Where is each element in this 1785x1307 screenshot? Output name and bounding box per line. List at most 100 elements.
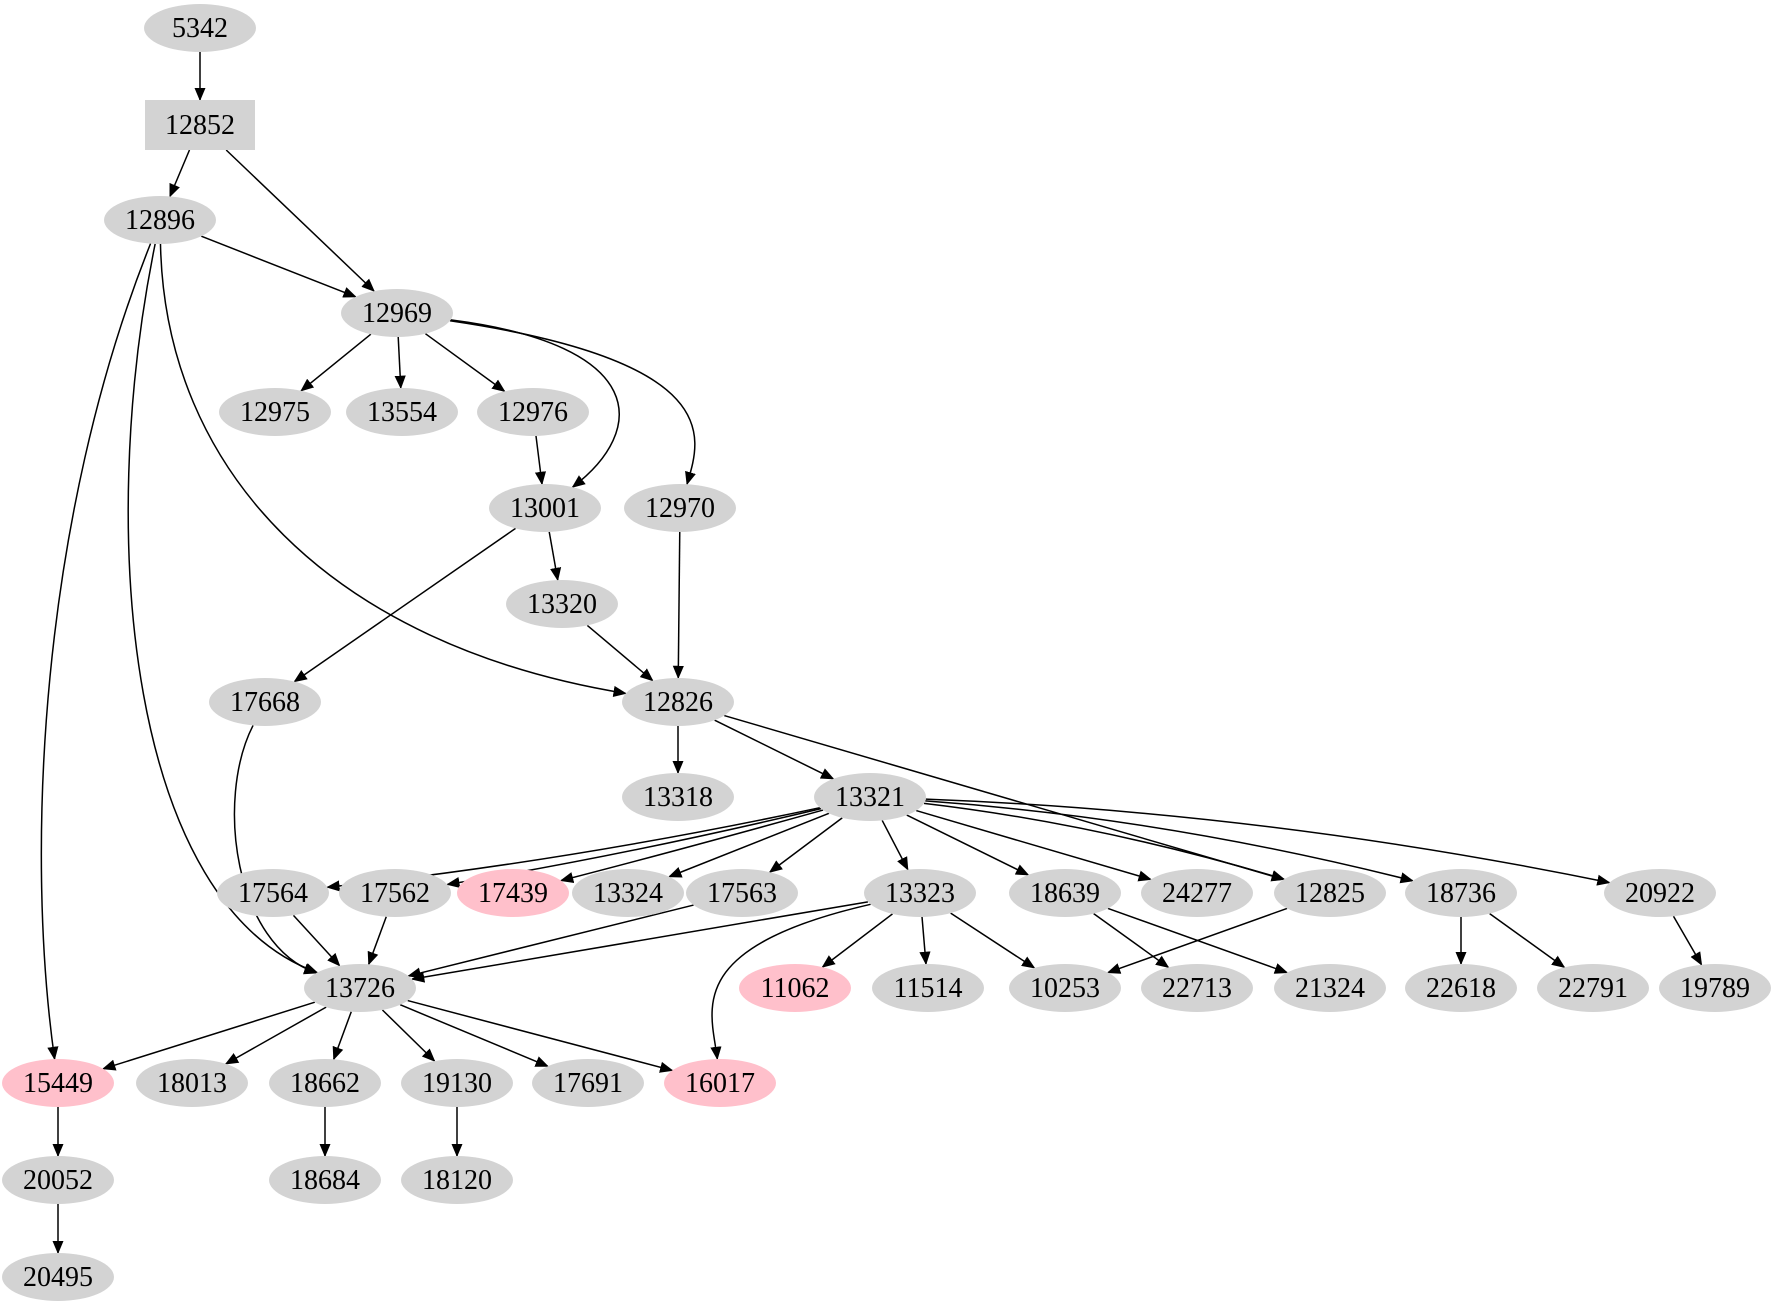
node-ellipse-13726	[304, 964, 416, 1012]
node-17439: 17439	[457, 869, 569, 917]
node-ellipse-12976	[477, 388, 589, 436]
node-label-20922: 20922	[1625, 878, 1695, 909]
edge-13321-13324	[668, 812, 830, 878]
edge-12896-12969	[201, 235, 357, 298]
edge-13321-18639	[906, 814, 1030, 876]
edge-12976-13001	[534, 435, 547, 486]
node-11062: 11062	[739, 964, 851, 1012]
edge-12970-12826	[672, 531, 684, 680]
edge-17563-13726	[407, 904, 694, 979]
edge-17668-13726	[233, 725, 318, 975]
node-12896: 12896	[104, 196, 216, 244]
node-label-12825: 12825	[1295, 878, 1365, 909]
node-ellipse-22618	[1405, 964, 1517, 1012]
node-17668: 17668	[209, 678, 321, 726]
node-label-22713: 22713	[1162, 973, 1232, 1004]
edge-17562-13726	[367, 916, 387, 966]
node-label-19130: 19130	[422, 1068, 492, 1099]
edge-12896-12826	[159, 243, 627, 697]
node-label-22791: 22791	[1558, 973, 1628, 1004]
edge-12896-13726	[127, 243, 319, 974]
node-label-13726: 13726	[325, 973, 395, 1004]
edge-12969-13554	[394, 336, 406, 390]
node-label-21324: 21324	[1295, 973, 1365, 1004]
node-18684: 18684	[269, 1156, 381, 1204]
node-ellipse-12970	[624, 484, 736, 532]
node-label-17564: 17564	[238, 878, 308, 909]
node-18736: 18736	[1405, 869, 1517, 917]
node-13001: 13001	[489, 484, 601, 532]
node-label-18639: 18639	[1030, 878, 1100, 909]
node-13554: 13554	[346, 388, 458, 436]
node-12852: 12852	[145, 100, 255, 150]
edge-18736-22791	[1489, 913, 1566, 969]
edge-12826-13321	[714, 719, 835, 780]
node-label-13323: 13323	[885, 878, 955, 909]
node-label-16017: 16017	[685, 1068, 755, 1099]
node-18013: 18013	[136, 1059, 248, 1107]
edge-13323-11062	[821, 913, 893, 968]
edge-13726-15449	[102, 1001, 316, 1071]
node-ellipse-17563	[686, 869, 798, 917]
node-label-20495: 20495	[23, 1262, 93, 1293]
edge-12852-12969	[225, 149, 375, 292]
node-17562: 17562	[339, 869, 451, 917]
node-ellipse-17564	[217, 869, 329, 917]
node-ellipse-16017	[664, 1059, 776, 1107]
node-label-5342: 5342	[172, 13, 228, 44]
edge-13726-17691	[399, 1004, 549, 1067]
node-label-15449: 15449	[23, 1068, 93, 1099]
edge-13321-20922	[925, 798, 1611, 886]
node-ellipse-21324	[1274, 964, 1386, 1012]
node-12826: 12826	[622, 678, 734, 726]
node-ellipse-22791	[1537, 964, 1649, 1012]
node-17564: 17564	[217, 869, 329, 917]
node-label-18736: 18736	[1426, 878, 1496, 909]
edge-13323-10253	[950, 912, 1036, 969]
node-ellipse-20495	[2, 1253, 114, 1301]
node-label-11514: 11514	[894, 973, 963, 1004]
node-ellipse-13554	[346, 388, 458, 436]
node-ellipse-5342	[144, 4, 256, 52]
node-ellipse-13324	[572, 869, 684, 917]
node-19789: 19789	[1659, 964, 1771, 1012]
node-label-13554: 13554	[367, 397, 437, 428]
node-16017: 16017	[664, 1059, 776, 1107]
node-label-18684: 18684	[290, 1165, 360, 1196]
node-ellipse-17439	[457, 869, 569, 917]
node-label-22618: 22618	[1426, 973, 1496, 1004]
node-label-12896: 12896	[125, 205, 195, 236]
node-label-13320: 13320	[527, 589, 597, 620]
node-13726: 13726	[304, 964, 416, 1012]
node-ellipse-18120	[401, 1156, 513, 1204]
edge-13323-13726	[410, 901, 869, 983]
node-ellipse-12969	[341, 289, 453, 337]
node-12970: 12970	[624, 484, 736, 532]
node-ellipse-22713	[1141, 964, 1253, 1012]
edge-13321-17563	[768, 817, 843, 873]
node-18120: 18120	[401, 1156, 513, 1204]
edge-13323-16017	[710, 903, 871, 1061]
node-ellipse-17562	[339, 869, 451, 917]
node-ellipse-15449	[2, 1059, 114, 1107]
node-label-12826: 12826	[643, 687, 713, 718]
node-ellipse-11062	[739, 964, 851, 1012]
node-22791: 22791	[1537, 964, 1649, 1012]
node-ellipse-12896	[104, 196, 216, 244]
node-17691: 17691	[532, 1059, 644, 1107]
node-label-17562: 17562	[360, 878, 430, 909]
node-5342: 5342	[144, 4, 256, 52]
node-21324: 21324	[1274, 964, 1386, 1012]
node-label-13318: 13318	[643, 782, 713, 813]
edge-17564-13726	[292, 914, 341, 967]
node-20495: 20495	[2, 1253, 114, 1301]
edge-13001-13320	[548, 531, 562, 582]
node-13318: 13318	[622, 773, 734, 821]
edge-12969-12970	[449, 320, 696, 486]
node-13321: 13321	[814, 773, 926, 821]
node-24277: 24277	[1141, 869, 1253, 917]
edge-12852-12896	[169, 149, 191, 198]
